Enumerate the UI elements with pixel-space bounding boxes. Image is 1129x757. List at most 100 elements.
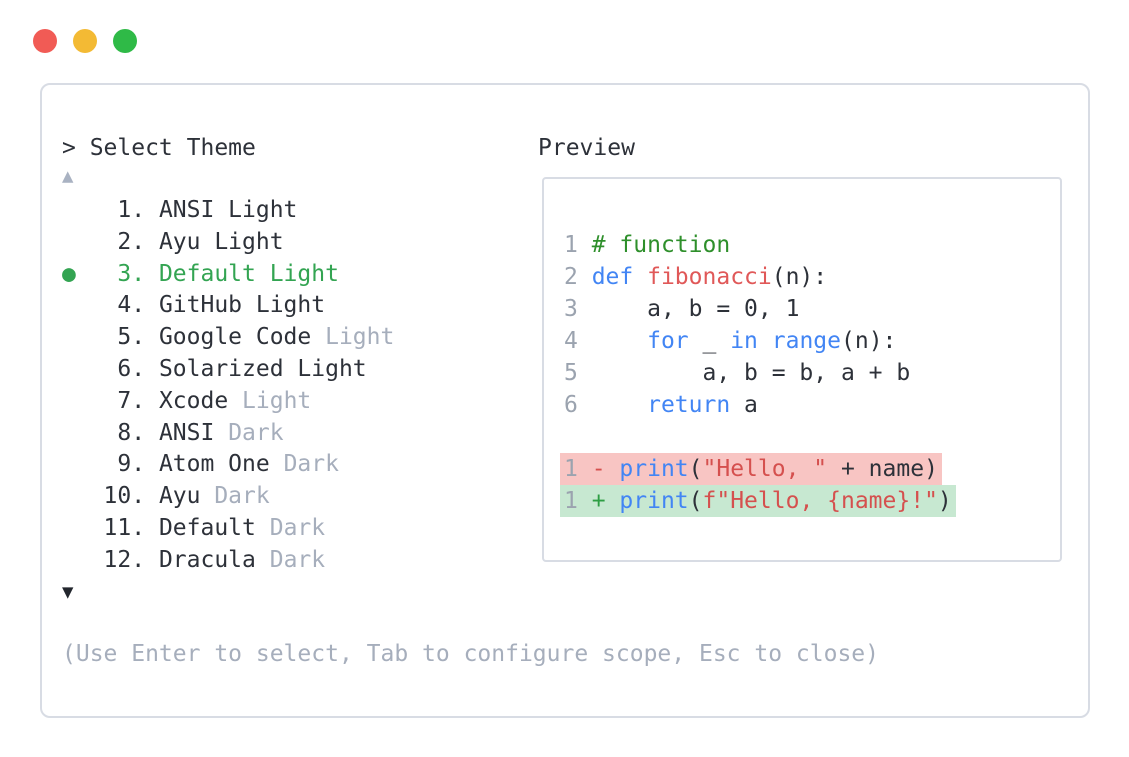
code-token: return (647, 392, 731, 418)
line-number: 1 (564, 456, 592, 482)
usage-hint: (Use Enter to select, Tab to configure s… (62, 641, 879, 667)
theme-item-6[interactable]: 6. Solarized Light (62, 354, 394, 386)
theme-number: 3. (103, 260, 159, 287)
bullet-spacer (62, 292, 104, 318)
code-token: a, b = 0, 1 (591, 296, 800, 322)
code-token (592, 392, 647, 418)
theme-item-8[interactable]: 8. ANSI Dark (62, 418, 394, 450)
code-token: _ (688, 328, 731, 354)
code-token: a, b = b, a + b (591, 360, 911, 386)
code-token: print (619, 488, 689, 514)
theme-label-part: ANSI (158, 419, 229, 446)
diff-highlight: 1 + print(f"Hello, {name}!") (560, 485, 956, 517)
traffic-lights (33, 29, 137, 53)
code-token: a (730, 392, 758, 418)
theme-number: 2. (103, 228, 159, 255)
code-line: 2 def fibonacci(n): (564, 261, 1060, 293)
maximize-button[interactable] (113, 29, 137, 53)
theme-label-part: ANSI Light (158, 197, 298, 223)
line-number: 3 (564, 296, 592, 322)
code-token: def (591, 264, 634, 290)
theme-label-part: Default Light (158, 260, 339, 287)
minimize-button[interactable] (73, 29, 97, 53)
theme-item-11[interactable]: 11. Default Dark (62, 513, 394, 545)
theme-list: 1. ANSI Light 2. Ayu Light● 3. Default L… (62, 195, 394, 577)
code-token: ( (688, 456, 703, 482)
code-token: "Hello, " (702, 456, 828, 482)
code-line: 3 a, b = 0, 1 (564, 293, 1060, 325)
diff-highlight: 1 - print("Hello, " + name) (560, 453, 942, 485)
theme-label-part: GitHub Light (158, 292, 326, 319)
theme-label-part: Default (158, 514, 270, 541)
bullet-spacer (62, 483, 104, 509)
theme-label-part: Dark (214, 483, 270, 510)
theme-item-12[interactable]: 12. Dracula Dark (62, 545, 394, 577)
diff-removed-line: 1 - print("Hello, " + name) (560, 453, 1060, 485)
theme-item-1[interactable]: 1. ANSI Light (62, 195, 394, 227)
code-token: (n): (841, 328, 897, 354)
theme-number: 1. (103, 197, 159, 223)
close-button[interactable] (33, 29, 57, 53)
code-token: print (619, 456, 689, 482)
line-number: 6 (564, 392, 592, 418)
theme-item-5[interactable]: 5. Google Code Light (62, 322, 394, 354)
theme-label-part: Dracula (158, 546, 270, 573)
scroll-up-icon[interactable]: ▲ (62, 165, 74, 187)
theme-number: 11. (103, 514, 159, 541)
theme-number: 4. (103, 292, 159, 319)
theme-item-3[interactable]: ● 3. Default Light (62, 259, 394, 291)
code-token: ) (937, 488, 952, 514)
code-token: - (591, 456, 620, 482)
line-number: 1 (564, 488, 592, 514)
code-line: 4 for _ in range(n): (564, 325, 1060, 357)
code-token: fibonacci (647, 264, 772, 290)
theme-label-part: Light (325, 324, 395, 351)
preview-title: Preview (538, 135, 635, 161)
bullet-spacer (62, 515, 104, 541)
theme-number: 9. (103, 451, 159, 478)
line-number: 2 (564, 264, 592, 290)
bullet-spacer (62, 229, 104, 255)
bullet-spacer (62, 420, 104, 446)
code-line: 5 a, b = b, a + b (564, 357, 1060, 389)
theme-number: 8. (103, 419, 159, 446)
code-token: range (771, 328, 841, 354)
theme-label-part: Xcode (158, 387, 243, 414)
theme-label-part: Solarized Light (158, 355, 367, 382)
code-token: + (591, 488, 620, 514)
code-token: f"Hello, {name}!" (702, 488, 938, 514)
theme-label-part: Dark (269, 514, 326, 541)
line-number: 1 (564, 232, 592, 258)
theme-label-part: Dark (228, 419, 284, 446)
theme-item-10[interactable]: 10. Ayu Dark (62, 481, 394, 513)
theme-item-9[interactable]: 9. Atom One Dark (62, 449, 394, 481)
code-token: # function (591, 232, 731, 258)
code-line: 1 # function (564, 229, 1060, 261)
code-line (564, 421, 1060, 453)
scroll-down-icon[interactable]: ▼ (62, 581, 74, 603)
theme-label-part: Ayu (158, 483, 215, 510)
theme-item-7[interactable]: 7. Xcode Light (62, 386, 394, 418)
palette-prompt[interactable]: > Select Theme (62, 135, 256, 161)
bullet-spacer (62, 451, 104, 477)
theme-picker-panel: > Select Theme ▲ 1. ANSI Light 2. Ayu Li… (40, 83, 1090, 718)
theme-item-4[interactable]: 4. GitHub Light (62, 290, 394, 322)
bullet-spacer (62, 324, 104, 350)
theme-number: 6. (103, 355, 159, 382)
theme-label-part: Google Code (158, 324, 326, 351)
code-line: 6 return a (564, 389, 1060, 421)
theme-label-part: Light (242, 387, 312, 414)
code-token (633, 264, 647, 290)
bullet-spacer (62, 547, 104, 573)
theme-number: 10. (103, 483, 159, 510)
bullet-spacer (62, 197, 104, 223)
code-token (592, 328, 647, 354)
selected-bullet-icon: ● (62, 260, 104, 287)
bullet-spacer (62, 356, 104, 382)
code-token: + name) (827, 456, 938, 482)
theme-item-2[interactable]: 2. Ayu Light (62, 227, 394, 259)
theme-label-part: Dark (269, 546, 326, 573)
theme-label-part: Ayu Light (158, 228, 284, 255)
